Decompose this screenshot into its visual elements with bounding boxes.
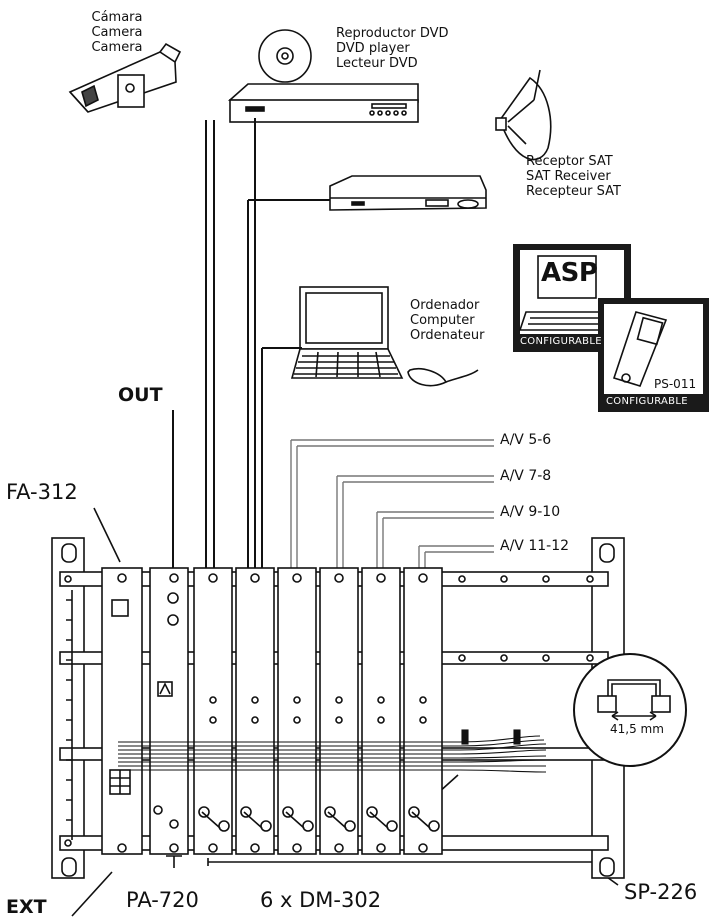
ext-label: EXT <box>6 896 47 918</box>
pa-720-module <box>150 568 188 854</box>
av-label-7-8: A/V 7-8 <box>500 468 551 484</box>
av-label-11-12: A/V 11-12 <box>500 538 569 554</box>
configurable-badge-asp: CONFIGURABLE <box>520 336 602 347</box>
asp-logo: ASP <box>541 258 597 288</box>
pa720-tick <box>166 856 182 868</box>
dvd-label: Reproductor DVD DVD player Lecteur DVD <box>336 26 449 71</box>
pa-720-label: PA-720 <box>126 888 199 912</box>
satellite-dish-icon <box>496 70 551 160</box>
configurable-badge-ps: CONFIGURABLE <box>606 396 688 407</box>
av-channel-lines <box>291 440 494 580</box>
dm302-bracket <box>208 858 598 866</box>
fa312-leader <box>94 508 120 562</box>
computer-label: Ordenador Computer Ordenateur <box>410 298 484 343</box>
sp-226-label: SP-226 <box>624 880 697 904</box>
av-label-5-6: A/V 5-6 <box>500 432 551 448</box>
ps-011-label: PS-011 <box>654 377 696 391</box>
dm-302-modules <box>194 568 442 854</box>
fa-312-label: FA-312 <box>6 480 78 504</box>
dvd-disc-icon <box>259 30 311 82</box>
sat-label: Receptor SAT SAT Receiver Recepteur SAT <box>526 154 621 199</box>
sat-receiver-icon <box>330 176 486 210</box>
out-label: OUT <box>118 384 163 406</box>
connector-magnifier <box>574 654 686 766</box>
dm-302-label: 6 x DM-302 <box>260 888 381 912</box>
camera-label: Cámara Camera Camera <box>82 10 152 55</box>
ps-011-panel <box>598 298 709 412</box>
dvd-player-icon <box>230 84 418 122</box>
dimension-label: 41,5 mm <box>610 722 664 736</box>
av-label-9-10: A/V 9-10 <box>500 504 560 520</box>
